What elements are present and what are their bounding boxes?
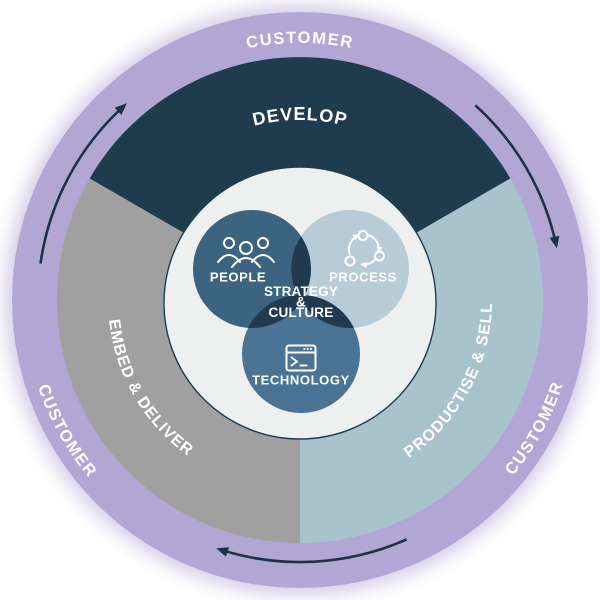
center-label-line2: & [296, 295, 306, 310]
people-group-icon [217, 237, 275, 268]
center-label-line1: STRATEGY [264, 284, 338, 299]
venn-overlap [242, 210, 311, 328]
cycle-arrows-icon [344, 230, 385, 269]
overlap-people-technology [242, 295, 311, 328]
overlap-process-technology [291, 295, 360, 328]
customer-label-top: CUSTOMER [245, 29, 355, 52]
people-label: PEOPLE [210, 270, 266, 285]
terminal-window-icon [285, 344, 317, 372]
flow-arrow-bottom [216, 538, 408, 564]
flow-arrow-right [474, 104, 560, 249]
center-label-line3: CULTURE [269, 305, 334, 320]
venn-overlap-2 [291, 295, 360, 328]
flow-arrow-top-left [39, 103, 127, 264]
process-label: PROCESS [329, 270, 397, 285]
technology-label: TECHNOLOGY [252, 373, 350, 388]
